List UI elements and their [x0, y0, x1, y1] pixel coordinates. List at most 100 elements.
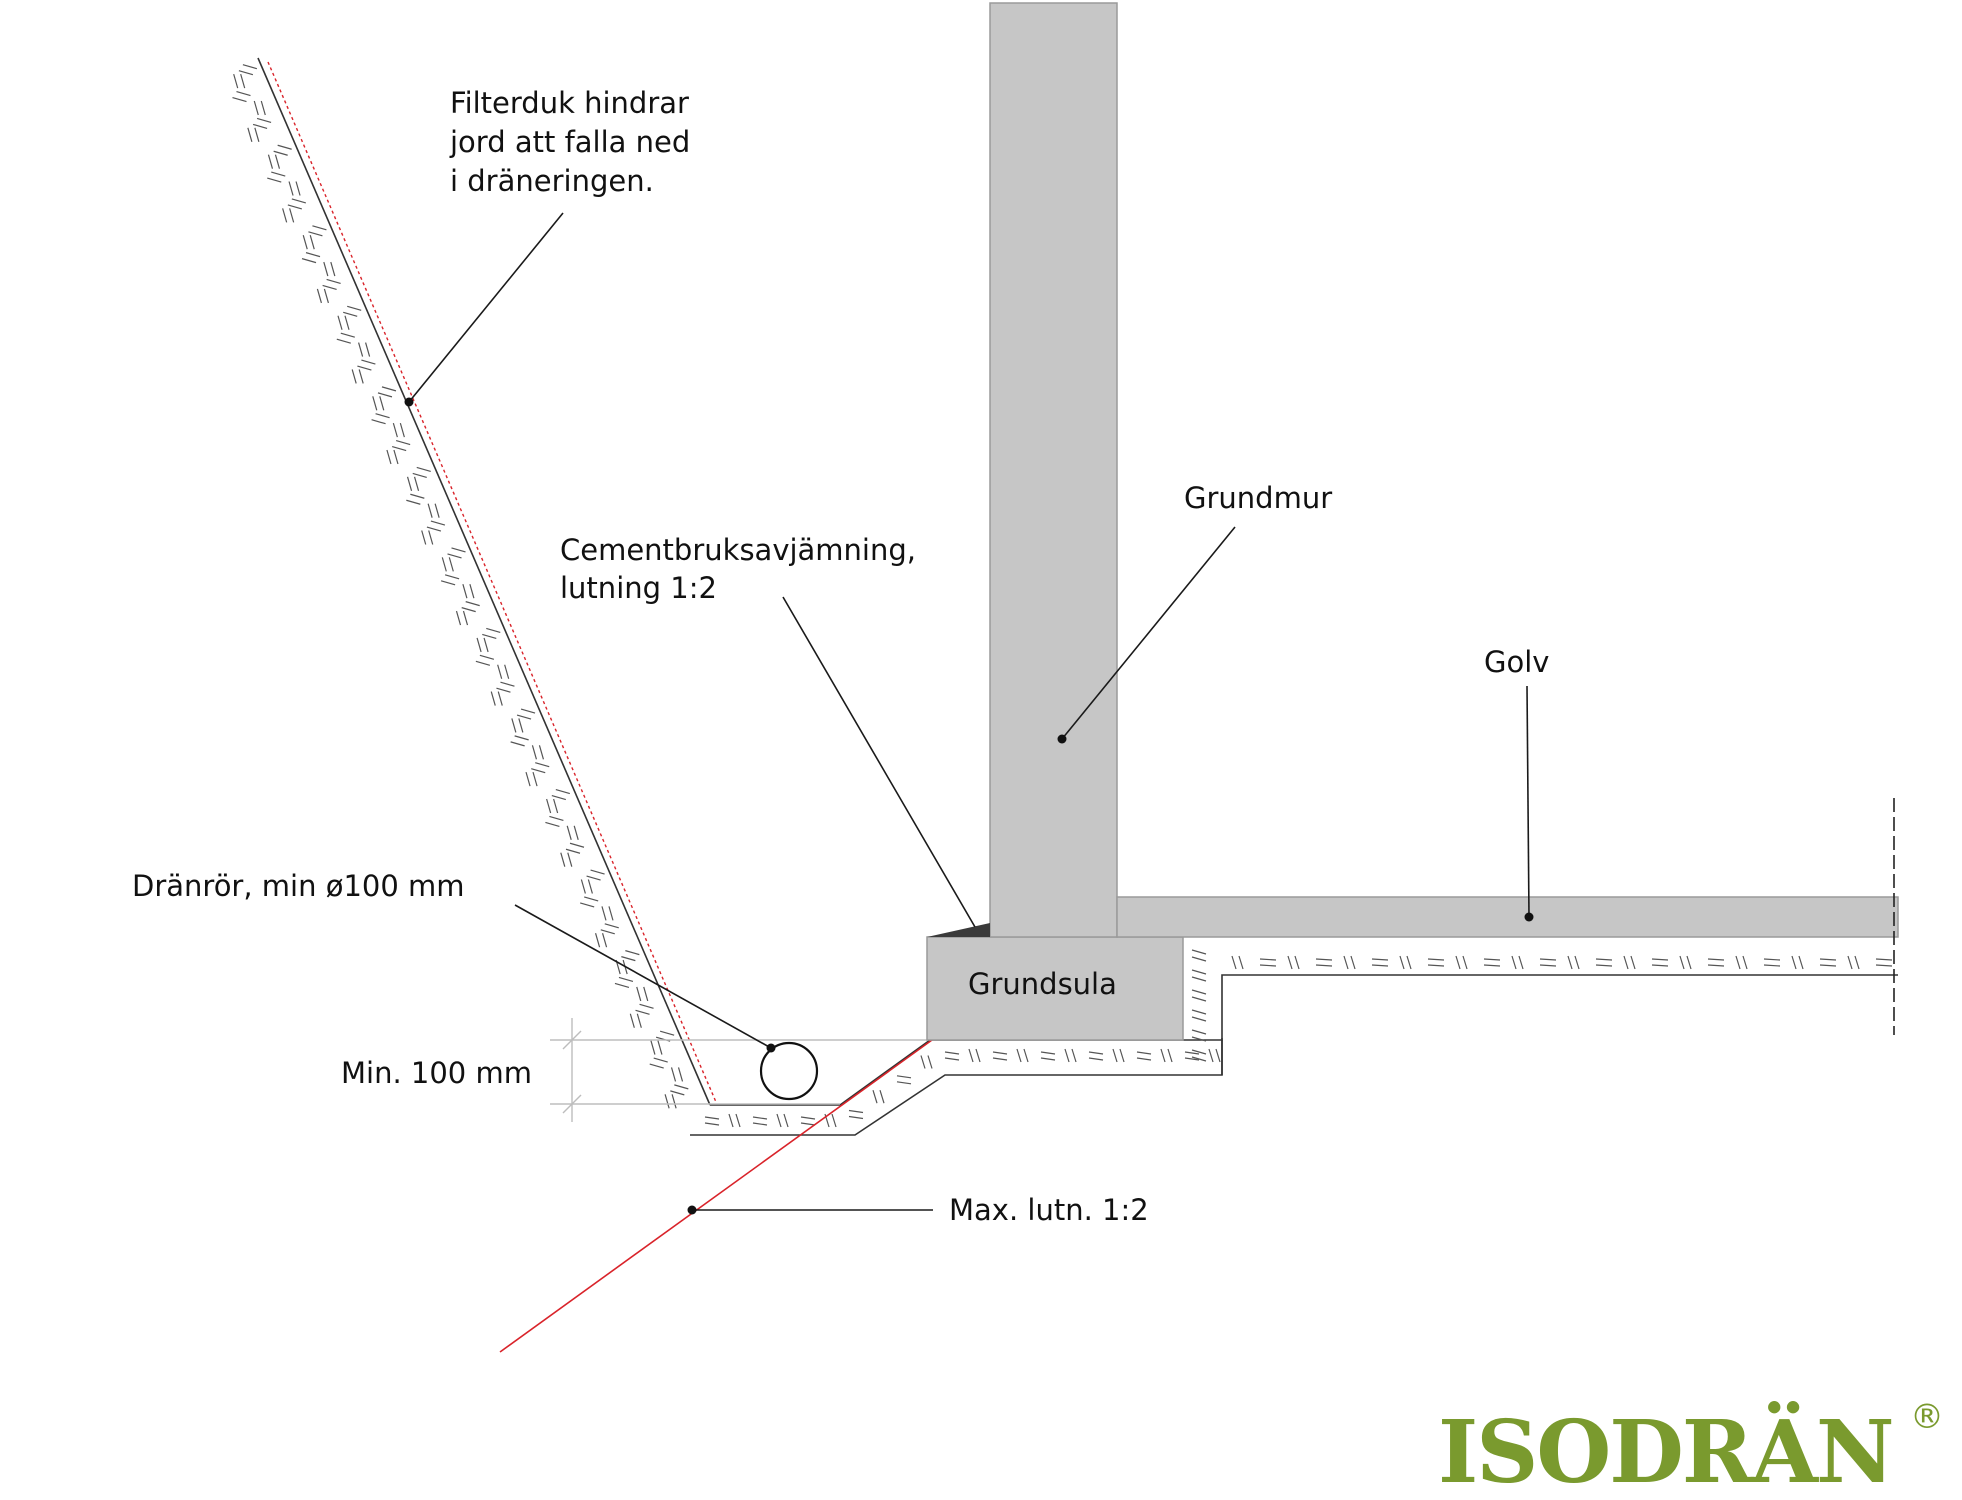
- soil-hatch-mark: [618, 976, 634, 983]
- soil-hatch-mark: [343, 311, 358, 317]
- soil-hatch-mark: [1819, 964, 1837, 967]
- soil-hatch-mark: [323, 261, 329, 277]
- soil-hatch-mark: [653, 1057, 668, 1063]
- soil-hatch-mark: [872, 1089, 878, 1104]
- soil-hatch-mark: [447, 553, 462, 559]
- soil-hatch-mark: [312, 225, 327, 231]
- soil-hatch-mark: [393, 449, 399, 465]
- soil-hatch-mark: [1679, 955, 1685, 970]
- soil-hatch-mark: [608, 906, 614, 921]
- soil-hatch-mark: [920, 1055, 926, 1069]
- soil-hatch-mark: [1064, 1048, 1070, 1063]
- soil-hatch-mark: [483, 637, 489, 653]
- soil-hatch-mark: [1191, 1036, 1207, 1042]
- soil-hatch-mark: [1112, 1048, 1118, 1063]
- soil-hatch-mark: [504, 664, 510, 679]
- soil-hatch-mark: [260, 100, 266, 116]
- soil-hatch-mark: [330, 261, 336, 277]
- soil-hatch-mark: [372, 396, 378, 411]
- soil-hatch-mark: [1191, 996, 1207, 1002]
- soil-hatch-mark: [555, 788, 570, 795]
- max-slope-line: [499, 1039, 933, 1353]
- soil-hatch-mark: [1191, 1049, 1207, 1055]
- soil-hatch-mark: [462, 584, 468, 599]
- soil-hatch-mark: [1511, 955, 1517, 970]
- soil-hatch-mark: [1040, 1051, 1056, 1055]
- soil-hatch-mark: [391, 445, 407, 452]
- soil-hatch-mark: [1630, 955, 1636, 970]
- soil-hatch-mark: [434, 503, 440, 518]
- soil-hatch-mark: [358, 342, 364, 357]
- soil-hatch-mark: [783, 1113, 789, 1128]
- soil-hatch-mark: [1160, 1048, 1166, 1063]
- soil-hatch-mark: [649, 1063, 664, 1069]
- soil-hatch-mark: [1742, 955, 1748, 970]
- soil-hatch-mark: [475, 660, 491, 666]
- soil-hatch-mark: [531, 768, 546, 774]
- soil-hatch-mark: [288, 181, 294, 196]
- soil-hatch-mark: [336, 338, 351, 344]
- soil-hatch-mark: [639, 1003, 654, 1009]
- soil-hatch-mark: [545, 821, 560, 827]
- soil-hatch-mark: [1651, 958, 1669, 961]
- logo-wordmark: ISODRÄN: [1438, 1401, 1893, 1500]
- footing-grundsula: [926, 936, 1184, 1041]
- soil-hatch-mark: [848, 1115, 864, 1120]
- soil-hatch-mark: [1071, 1048, 1077, 1063]
- soil-hatch-mark: [1455, 955, 1461, 970]
- soil-hatch-mark: [428, 530, 434, 545]
- soil-hatch-mark: [567, 852, 573, 867]
- soil-hatch-mark: [1191, 956, 1207, 962]
- filterduk-label-line-1: Filterduk hindrar: [450, 86, 689, 120]
- soil-hatch-mark: [650, 1040, 656, 1055]
- soil-hatch-mark: [553, 798, 559, 814]
- soil-hatch-mark: [1167, 1048, 1173, 1063]
- soil-hatch-mark: [600, 929, 615, 935]
- soil-hatch-mark: [233, 73, 239, 89]
- soil-hatch-mark: [1259, 964, 1277, 967]
- soil-hatch-mark: [636, 1013, 642, 1028]
- floor-slab-golv: [1116, 896, 1899, 938]
- soil-hatch-mark: [375, 413, 390, 419]
- soil-hatch-mark: [879, 1089, 885, 1104]
- soil-hatch-mark: [426, 526, 442, 532]
- soil-hatch-mark: [604, 923, 619, 929]
- soil-hatch-mark: [1875, 964, 1893, 967]
- soil-hatch-mark: [305, 252, 321, 258]
- soil-hatch-mark: [273, 150, 288, 156]
- soil-hatch-mark: [1686, 955, 1692, 970]
- trench-soil-hatch: [704, 949, 1221, 1128]
- soil-hatch-mark: [1763, 958, 1781, 961]
- soil-hatch-mark: [629, 1013, 635, 1028]
- soil-hatch-mark: [1191, 976, 1207, 982]
- soil-hatch-mark: [1016, 1048, 1022, 1063]
- soil-hatch-mark: [1875, 958, 1893, 961]
- soil-hatch-mark: [413, 476, 420, 491]
- soil-hatch-mark: [1088, 1051, 1104, 1055]
- excavation-slope: [232, 57, 717, 1109]
- cement-label-line-2: lutning 1:2: [560, 571, 717, 605]
- soil-hatch-mark: [1287, 955, 1293, 970]
- soil-hatch-mark: [406, 499, 421, 505]
- soil-hatch-mark: [674, 1084, 689, 1090]
- soil-hatch-mark: [601, 933, 608, 948]
- soil-hatch-mark: [944, 1057, 960, 1061]
- soil-hatch-mark: [848, 1109, 864, 1114]
- soil-hatch-mark: [1136, 1057, 1152, 1061]
- soil-hatch-mark: [1040, 1057, 1056, 1061]
- soil-hatch-mark: [455, 610, 462, 626]
- soil-hatch-mark: [1315, 958, 1333, 961]
- soil-hatch-mark: [236, 90, 251, 97]
- soil-hatch-mark: [1399, 955, 1405, 970]
- max-lutn-label: Max. lutn. 1:2: [949, 1193, 1149, 1227]
- soil-hatch-mark: [800, 1116, 816, 1120]
- soil-hatch-mark: [1191, 969, 1207, 975]
- soil-hatch-mark: [1259, 958, 1277, 961]
- soil-hatch-mark: [586, 875, 601, 881]
- soil-hatch-mark: [580, 879, 586, 894]
- soil-hatch-mark: [1371, 958, 1389, 961]
- soil-hatch-mark: [1208, 1048, 1214, 1063]
- soil-hatch-mark: [277, 144, 292, 150]
- soil-hatch-mark: [1707, 958, 1725, 961]
- soil-hatch-mark: [476, 637, 482, 653]
